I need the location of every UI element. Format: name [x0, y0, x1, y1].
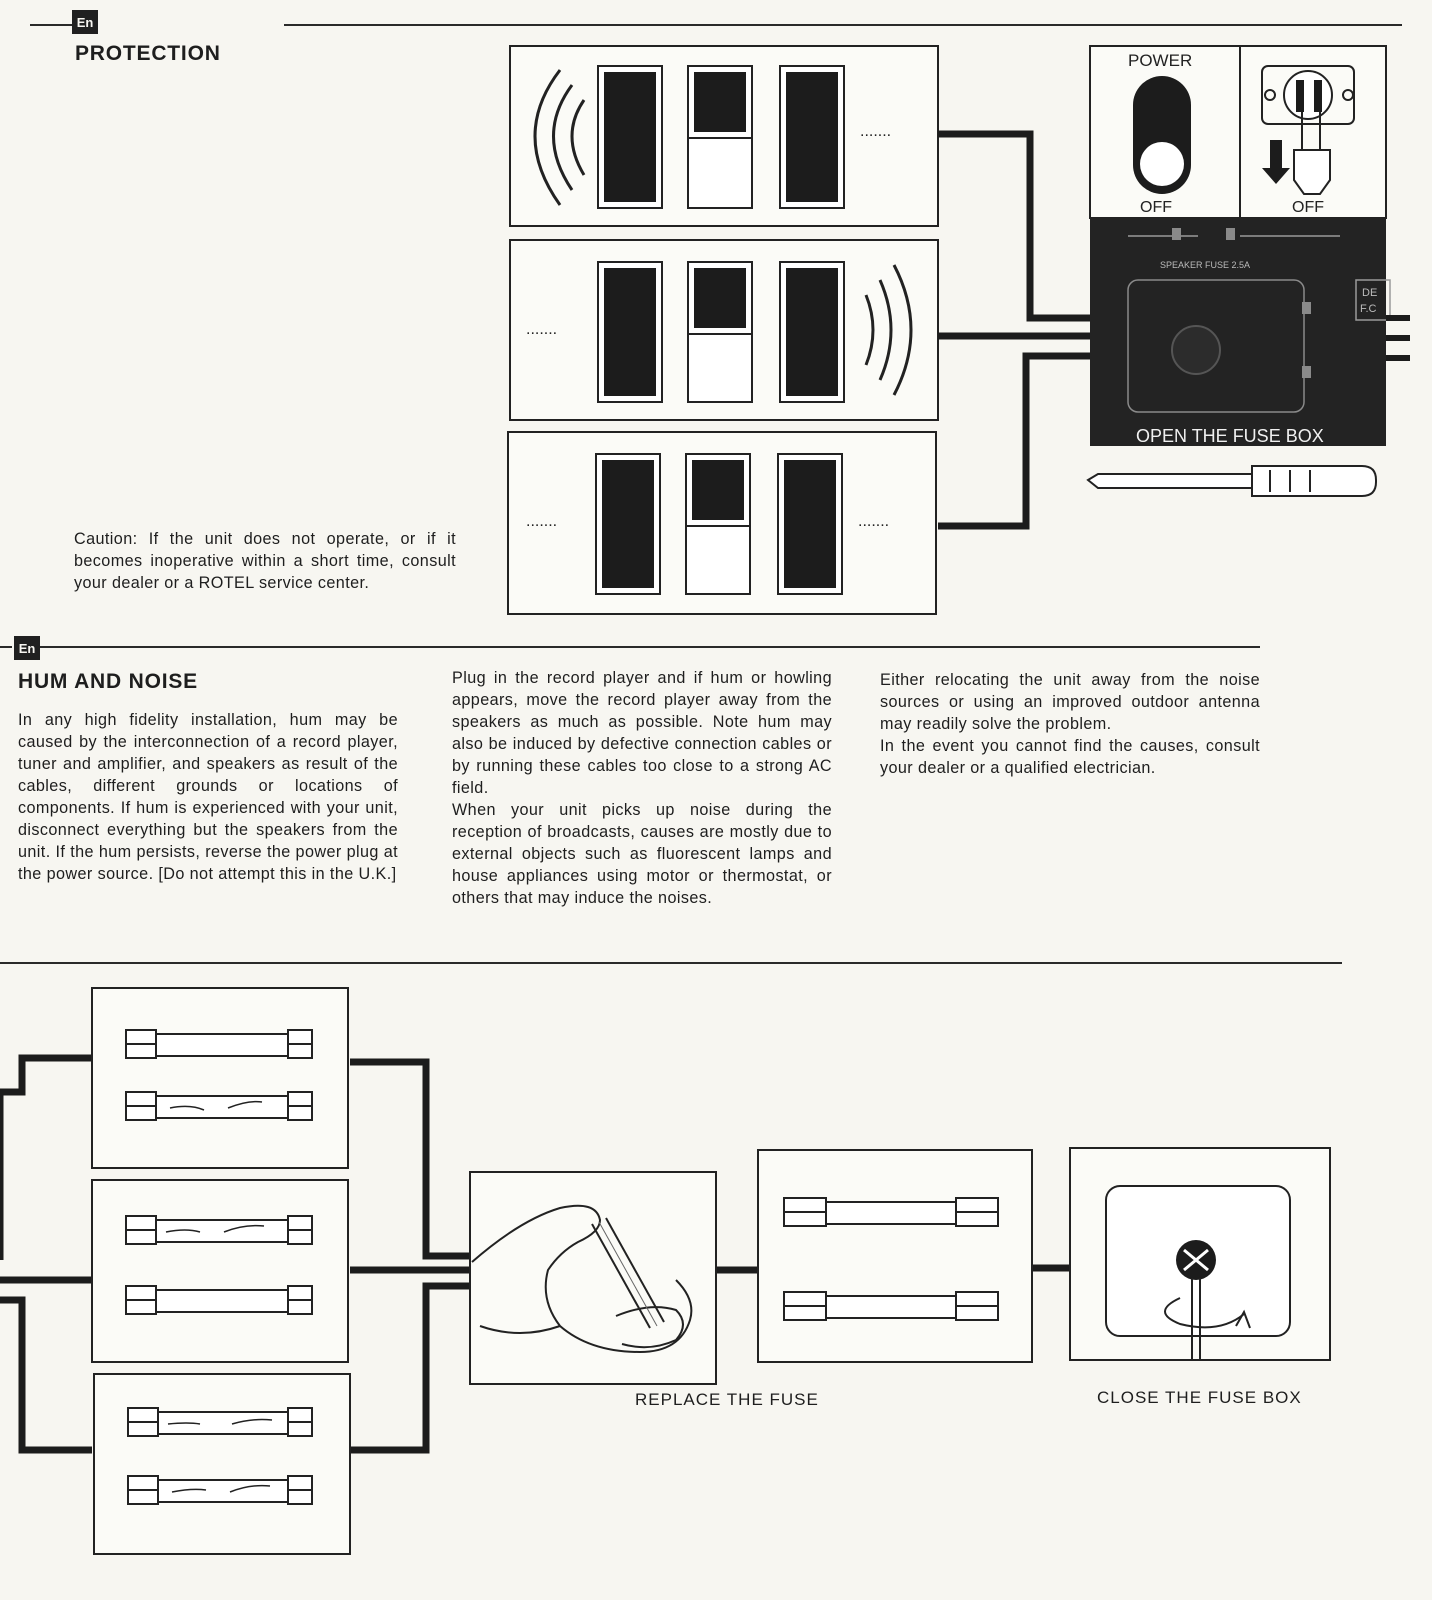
dots-1: .......: [860, 123, 891, 140]
fuse-panel-side-1: DE: [1362, 287, 1377, 299]
fuse-box-2: [91, 1179, 349, 1363]
fuse-replacement-diagram: [0, 987, 1331, 1555]
panel-side-connectors: [1386, 315, 1410, 361]
fuse-panel-label: SPEAKER FUSE 2.5A: [1160, 260, 1250, 270]
open-fuse-box-label: OPEN THE FUSE BOX: [1136, 426, 1324, 446]
replace-fuse-caption: REPLACE THE FUSE: [635, 1390, 819, 1409]
hum-noise-col-2: Plug in the record player and if hum or …: [452, 669, 832, 907]
power-switch-box: POWER OFF: [1089, 45, 1241, 219]
speaker-panel-3: [507, 431, 937, 615]
power-label: POWER: [1128, 51, 1192, 70]
speaker-panel-1: [509, 45, 939, 227]
protection-diagram: ....... ....... ....... ....... POWER: [507, 45, 1410, 615]
bottom-section-rule: [0, 962, 1342, 964]
hum-noise-title: HUM AND NOISE: [18, 670, 198, 693]
fuse-box-3: [93, 1373, 351, 1555]
screwdriver-icon: [1086, 465, 1377, 497]
top-rule-left: [30, 24, 72, 26]
dots-3b: .......: [858, 513, 889, 530]
speaker-panel-2: [509, 239, 939, 421]
hum-noise-col-1: In any high fidelity installation, hum m…: [18, 711, 398, 883]
hum-noise-col-3: Either relocating the unit away from the…: [880, 671, 1260, 777]
hand-holding-fuse-icon: [469, 1171, 717, 1385]
close-fuse-box-caption: CLOSE THE FUSE BOX: [1097, 1388, 1302, 1407]
switch-off-label: OFF: [1140, 199, 1172, 216]
language-badge-top: En: [72, 10, 98, 34]
connector-lines: [938, 130, 1090, 530]
hum-rule-right: [40, 646, 1260, 648]
fuse-box-new: [757, 1149, 1033, 1363]
dots-2: .......: [526, 321, 557, 338]
plug-box: OFF: [1239, 45, 1387, 219]
fuse-panel: SPEAKER FUSE 2.5A DE F.C OPEN THE FUSE B…: [1090, 218, 1391, 446]
protection-caution: Caution: If the unit does not operate, o…: [74, 530, 456, 592]
dots-3a: .......: [526, 513, 557, 530]
left-connectors: [0, 1054, 1070, 1454]
language-badge-hum: En: [14, 636, 40, 660]
protection-title: PROTECTION: [75, 42, 221, 65]
close-fuse-box-icon: [1069, 1147, 1331, 1361]
fuse-panel-side-2: F.C: [1360, 303, 1377, 315]
hum-rule-left: [0, 646, 12, 648]
plug-off-label: OFF: [1292, 199, 1324, 216]
fuse-box-1: [91, 987, 349, 1169]
top-rule-right: [284, 24, 1402, 26]
